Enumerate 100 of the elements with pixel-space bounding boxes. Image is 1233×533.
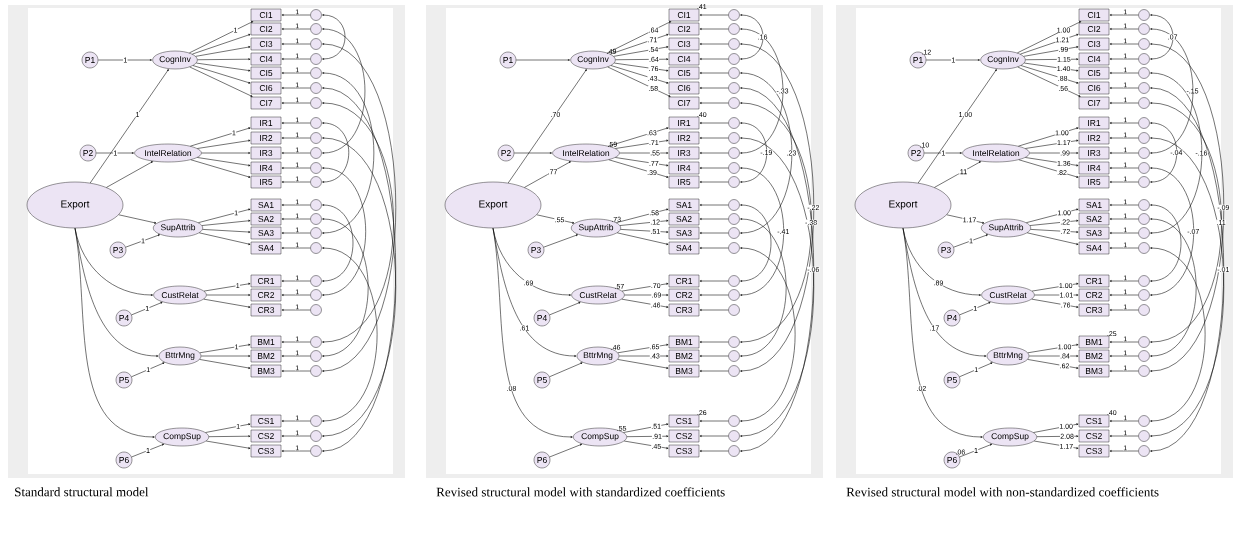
path-arrow xyxy=(189,21,254,54)
path-arrow xyxy=(934,161,981,188)
path-arrow xyxy=(1031,282,1079,292)
path-arrow xyxy=(1109,280,1139,282)
path-arrow xyxy=(699,355,729,357)
path-arrow xyxy=(1109,167,1139,169)
indicator-box: IR1 xyxy=(1078,116,1110,130)
covariance-arrow xyxy=(322,43,397,372)
covariance-arrow xyxy=(1150,218,1197,357)
covariance-arrow xyxy=(740,87,814,452)
indicator-box: CR3 xyxy=(250,303,282,317)
path-arrow xyxy=(610,65,669,84)
path-arrow xyxy=(608,127,669,147)
path-arrow xyxy=(1109,102,1139,104)
path-arrow xyxy=(1109,181,1139,183)
path-arrow xyxy=(1109,87,1139,89)
path-arrow xyxy=(549,302,581,316)
path-arrow xyxy=(281,167,311,169)
path-arrow xyxy=(619,152,669,154)
path-arrow xyxy=(198,232,251,245)
path-arrow xyxy=(197,157,251,167)
indicator-box: BM2 xyxy=(1078,349,1110,363)
path-arrow xyxy=(617,343,669,354)
path-arrow xyxy=(281,218,311,220)
path-arrow xyxy=(699,72,729,74)
path-arrow xyxy=(1109,137,1139,139)
path-arrow xyxy=(281,152,311,154)
path-arrow xyxy=(281,137,311,139)
path-arrow xyxy=(1109,420,1139,422)
path-arrow xyxy=(959,443,993,458)
path-arrow xyxy=(197,139,251,149)
indicator-box: CI5 xyxy=(1078,66,1110,80)
path-arrow xyxy=(1033,423,1079,433)
indicator-box: SA1 xyxy=(1078,198,1110,212)
path-arrow xyxy=(615,139,669,149)
indicator-box: CI1 xyxy=(1078,8,1110,22)
covariance-arrow xyxy=(740,218,787,357)
path-arrow xyxy=(1109,14,1139,16)
covariance-arrow xyxy=(1150,247,1206,422)
indicator-box: SA2 xyxy=(250,212,282,226)
covariance-arrow xyxy=(322,72,375,234)
indicator-box: CI6 xyxy=(250,81,282,95)
indicator-box: CS2 xyxy=(250,429,282,443)
covariance-arrow xyxy=(1150,204,1182,282)
indicator-box: CI6 xyxy=(668,81,700,95)
indicator-box: CI2 xyxy=(250,22,282,36)
path-arrow xyxy=(549,443,583,458)
path-arrow xyxy=(281,370,311,372)
path-arrow xyxy=(699,341,729,343)
path-arrow xyxy=(946,214,985,224)
covariance-arrow xyxy=(1150,137,1225,437)
path-arrow xyxy=(281,232,311,234)
path-arrow xyxy=(626,435,669,438)
covariance-arrow xyxy=(740,14,764,60)
path-arrow xyxy=(699,14,729,16)
path-arrow xyxy=(281,14,311,16)
path-arrow xyxy=(1109,435,1139,437)
path-arrow xyxy=(1034,294,1079,296)
indicator-box: SA4 xyxy=(668,241,700,255)
covariance-arrow xyxy=(322,14,346,60)
path-arrow xyxy=(620,229,669,233)
path-arrow xyxy=(699,218,729,220)
path-arrow xyxy=(616,232,669,245)
covariance-arrow xyxy=(740,122,768,183)
path-arrow xyxy=(205,440,251,449)
indicator-box: IR5 xyxy=(250,175,282,189)
path-arrow xyxy=(281,280,311,282)
path-arrow xyxy=(202,229,251,233)
path-arrow xyxy=(89,69,169,184)
indicator-box: CS1 xyxy=(250,414,282,428)
indicator-box: CS3 xyxy=(668,444,700,458)
path-arrow xyxy=(97,59,152,61)
indicator-box: CI5 xyxy=(250,66,282,80)
indicator-box: CI6 xyxy=(1078,81,1110,95)
path-arrow xyxy=(1109,218,1139,220)
path-arrow xyxy=(1017,66,1081,97)
path-arrow xyxy=(1023,46,1079,57)
indicator-box: IR3 xyxy=(668,146,700,160)
covariance-arrow xyxy=(1150,167,1194,296)
path-arrow xyxy=(1109,152,1139,154)
indicator-box: CI5 xyxy=(668,66,700,80)
path-arrow xyxy=(1026,232,1079,245)
path-arrow xyxy=(492,227,573,438)
covariance-arrow xyxy=(1150,28,1194,154)
path-arrow xyxy=(201,219,251,226)
path-arrow xyxy=(1109,232,1139,234)
path-arrow xyxy=(190,127,251,147)
indicator-box: CI4 xyxy=(250,52,282,66)
indicator-box: CR1 xyxy=(668,274,700,288)
indicator-box: SA2 xyxy=(1078,212,1110,226)
indicator-box: CI2 xyxy=(668,22,700,36)
covariance-arrow xyxy=(740,72,793,234)
covariance-arrow xyxy=(322,204,354,282)
path-arrow xyxy=(281,72,311,74)
path-arrow xyxy=(106,161,153,188)
path-arrow xyxy=(1109,28,1139,30)
path-arrow xyxy=(623,440,669,449)
path-arrow xyxy=(699,152,729,154)
covariance-arrow xyxy=(1150,87,1225,452)
path-arrow xyxy=(198,208,251,223)
